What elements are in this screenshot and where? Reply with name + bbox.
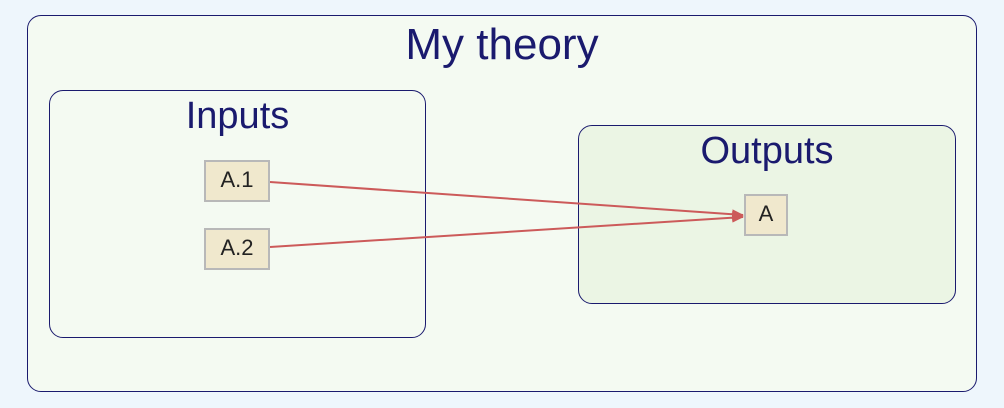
outputs-title: Outputs: [700, 130, 834, 172]
node-a[interactable]: A: [744, 194, 788, 236]
theory-title: My theory: [405, 20, 599, 69]
inputs-title: Inputs: [185, 95, 290, 137]
node-a1[interactable]: A.1: [204, 160, 270, 202]
inputs-group: Inputs: [49, 90, 426, 338]
node-a2[interactable]: A.2: [204, 228, 270, 270]
